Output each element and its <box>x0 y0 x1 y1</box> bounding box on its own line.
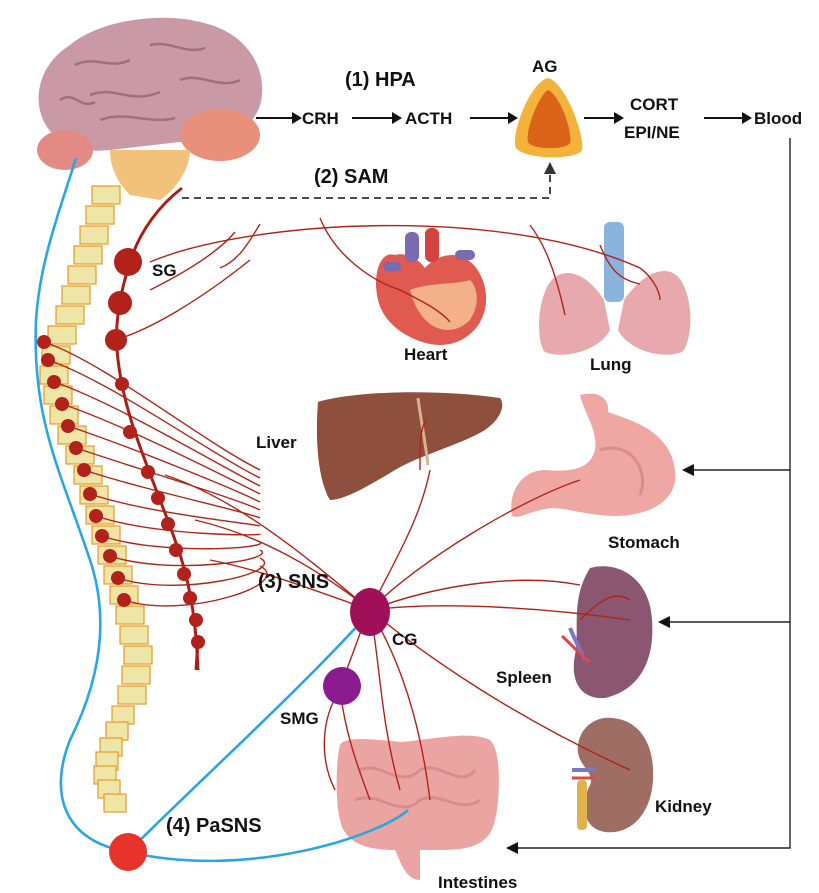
intestines-label: Intestines <box>438 873 517 892</box>
vertebra <box>118 686 146 704</box>
vertebra <box>116 606 144 624</box>
vertebra <box>80 226 108 244</box>
vertebra <box>104 794 126 812</box>
sam-label: (2) SAM <box>314 166 388 188</box>
stomach-label: Stomach <box>608 533 680 552</box>
blood-label: Blood <box>754 109 802 128</box>
liver-label: Liver <box>256 433 297 452</box>
chain-ganglion <box>177 567 191 581</box>
vertebra <box>122 666 150 684</box>
smg-label: SMG <box>280 709 319 728</box>
vertebra <box>92 186 120 204</box>
vertebra <box>124 646 152 664</box>
chain-ganglion <box>161 517 175 531</box>
cg-label: CG <box>392 630 418 649</box>
chain-ganglion <box>169 543 183 557</box>
spleen-icon <box>562 566 652 698</box>
vertebra <box>74 246 102 264</box>
chain-ganglion <box>151 491 165 505</box>
vertebra <box>112 706 134 724</box>
chain-ganglion <box>189 613 203 627</box>
sns-label: (3) SNS <box>258 571 329 593</box>
lung-label: Lung <box>590 355 632 374</box>
ag-label: AG <box>532 57 558 76</box>
lung-icon <box>539 222 690 355</box>
vertebra <box>48 326 76 344</box>
stellate-ganglion <box>105 248 142 351</box>
sg-label: SG <box>152 261 177 280</box>
epi-ne-label: EPI/NE <box>624 123 680 142</box>
parasympathetic-node <box>109 833 147 871</box>
intestines-icon <box>337 736 499 880</box>
liver-icon <box>317 392 502 500</box>
vertebra <box>62 286 90 304</box>
vertebra <box>106 722 128 740</box>
celiac-ganglion <box>350 588 390 636</box>
vertebra <box>120 626 148 644</box>
acth-label: ACTH <box>405 109 452 128</box>
adrenal-gland-icon <box>515 78 582 157</box>
spleen-label: Spleen <box>496 668 552 687</box>
crh-label: CRH <box>302 109 339 128</box>
chain-ganglion <box>191 635 205 649</box>
spinal-nerve-root <box>110 550 262 566</box>
vertebra <box>68 266 96 284</box>
spinal-column <box>40 186 152 812</box>
kidney-icon <box>572 718 653 833</box>
chain-ganglion <box>183 591 197 605</box>
vertebra <box>86 206 114 224</box>
hpa-label: (1) HPA <box>345 69 416 91</box>
superior-mesenteric-ganglion <box>323 667 361 705</box>
pasns-label: (4) PaSNS <box>166 815 262 837</box>
kidney-label: Kidney <box>655 797 712 816</box>
heart-label: Heart <box>404 345 448 364</box>
cort-label: CORT <box>630 95 679 114</box>
vertebra <box>56 306 84 324</box>
